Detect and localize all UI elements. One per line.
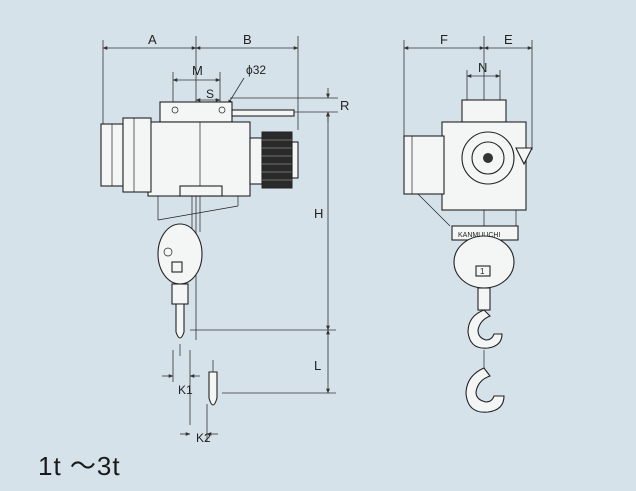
label-m: M [192, 63, 203, 78]
hanger-brace [157, 205, 239, 221]
capacity-caption: 1t ～3t [38, 451, 121, 481]
hook-1 [175, 303, 185, 339]
trolley-top-plate [159, 101, 233, 123]
label-l: L [314, 358, 321, 373]
motor-end-cap [291, 141, 299, 179]
drum-base [179, 185, 223, 197]
label-b: B [243, 32, 252, 47]
label-f: F [440, 32, 448, 47]
drum-body [147, 121, 251, 197]
label-k2: K2 [196, 431, 211, 445]
front-trolley [461, 99, 507, 123]
front-hook-1 [467, 309, 503, 349]
limit-switch [515, 147, 533, 166]
label-a: A [148, 32, 157, 47]
gearbox-housing [122, 117, 152, 193]
rail-bar [231, 109, 295, 117]
front-hook-shank [477, 287, 491, 311]
side-view: A B M S ϕ32 R H L [100, 32, 349, 445]
label-h: H [314, 206, 323, 221]
front-badge [475, 265, 491, 277]
drum-hub [483, 153, 493, 163]
label-k1: K1 [178, 383, 193, 397]
front-strut-left [417, 193, 451, 227]
bolt-right [218, 106, 226, 114]
hook-block-pin [163, 247, 173, 257]
front-hook-block [453, 235, 515, 289]
front-badge-text: 1 [480, 267, 485, 276]
label-e: E [504, 32, 513, 47]
front-hook-2 [465, 367, 505, 413]
motor-fins [262, 139, 292, 181]
nameplate-text: KANMUUCHI [458, 232, 500, 239]
label-s: S [206, 87, 214, 101]
leader-diameter [227, 77, 245, 105]
front-view: F E N KANMUUCHI 1 [403, 32, 533, 413]
motor-body [261, 131, 293, 189]
hook-2 [208, 371, 218, 406]
front-gearbox [403, 135, 445, 195]
label-n: N [478, 60, 487, 75]
bolt-left [171, 106, 179, 114]
hook-block-badge [171, 261, 183, 273]
motor-flange [249, 137, 263, 185]
label-r: R [340, 98, 349, 113]
hook-shank [171, 283, 189, 305]
label-diameter: ϕ32 [246, 63, 266, 77]
